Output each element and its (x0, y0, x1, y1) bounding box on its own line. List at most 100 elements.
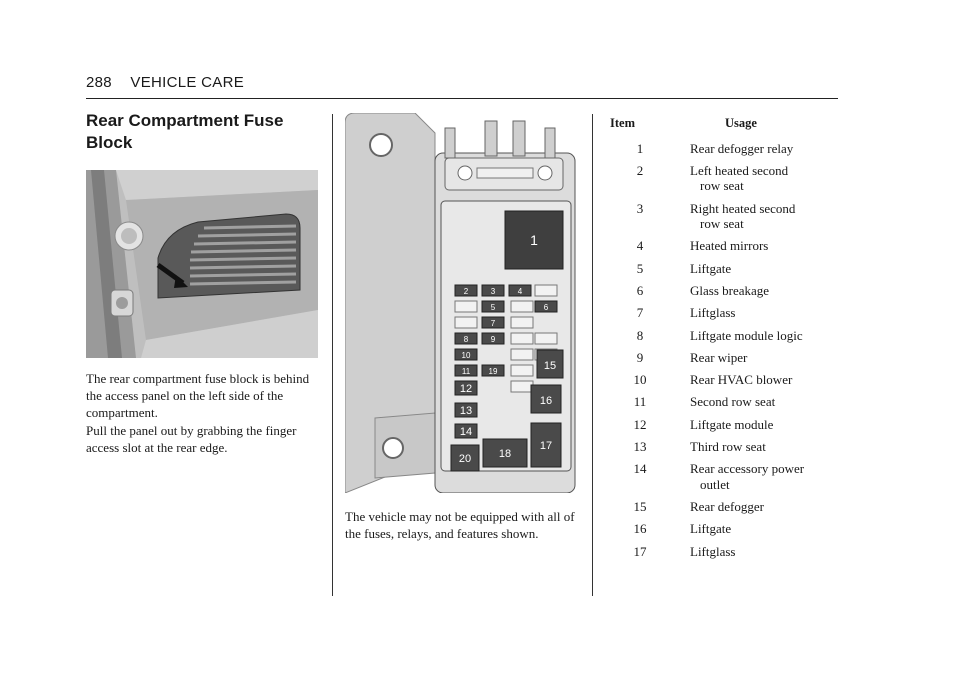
usage-text-continued: row seat (700, 216, 744, 232)
fuse-label-15: 15 (544, 360, 556, 372)
item-number: 3 (636, 200, 644, 216)
item-number: 11 (633, 394, 647, 410)
paragraph-removal: Pull the panel out by grabbing the finge… (86, 423, 297, 455)
item-number: 4 (636, 238, 644, 254)
item-number: 15 (633, 499, 647, 515)
column-divider-left (332, 114, 333, 596)
usage-text: Rear wiper (690, 349, 748, 365)
usage-text: Rear defogger (690, 499, 764, 515)
usage-text: Liftglass (690, 305, 736, 321)
table-row: 8 Liftgate module logic (610, 328, 840, 344)
item-usage: Second row seat (670, 394, 810, 410)
item-number: 12 (633, 416, 647, 432)
item-usage: Liftgate (670, 521, 810, 537)
usage-text: Third row seat (690, 439, 766, 455)
column-header-item: Item (610, 116, 635, 130)
usage-text-continued: outlet (700, 476, 730, 492)
usage-text: Heated mirrors (690, 238, 769, 254)
fuse-label-18: 18 (499, 448, 511, 460)
item-number: 7 (636, 305, 644, 321)
item-number: 8 (636, 327, 644, 343)
usage-text: Right heated second (690, 200, 796, 216)
fuse-label-10: 10 (462, 351, 471, 360)
access-panel-photo (86, 170, 318, 358)
fuse-label-1: 1 (530, 232, 538, 248)
item-usage: Liftglass (670, 305, 810, 321)
usage-text: Rear accessory power (690, 461, 805, 477)
fuse-label-20: 20 (459, 453, 471, 465)
fuse-label-2: 2 (464, 287, 469, 296)
fuse-label-14: 14 (460, 426, 472, 438)
page-header: 288 VEHICLE CARE (86, 74, 244, 91)
column-header-usage: Usage (725, 116, 757, 130)
item-number: 14 (633, 461, 647, 477)
item-usage: Rear defogger relay (670, 141, 810, 157)
fuse-label-5: 5 (491, 303, 496, 312)
table-row: 16 Liftgate (610, 521, 840, 537)
usage-text: Liftgate (690, 260, 732, 276)
page-number: 288 (86, 74, 112, 91)
column-divider-right (592, 114, 593, 596)
item-usage: Liftgate module (670, 417, 810, 433)
item-usage: Rear wiper (670, 350, 810, 366)
header-rule (86, 98, 838, 99)
table-row: 5 Liftgate (610, 261, 840, 277)
table-row: 6 Glass breakage (610, 283, 840, 299)
fuse-label-17: 17 (540, 440, 552, 452)
item-number: 2 (636, 162, 644, 178)
item-usage: Liftgate (670, 261, 810, 277)
table-header: Item Usage (610, 116, 840, 132)
item-usage: Third row seat (670, 439, 810, 455)
usage-text: Liftglass (690, 543, 736, 559)
page-title: Rear Compartment Fuse Block (86, 111, 284, 152)
fuse-label-6: 6 (544, 303, 549, 312)
usage-text: Left heated second (690, 162, 789, 178)
item-usage: Rear HVAC blower (670, 372, 810, 388)
usage-text: Rear defogger relay (690, 140, 794, 156)
item-number: 16 (633, 521, 647, 537)
fuse-block-diagram: 1 2 3 4 5 6 7 8 9 10 11 19 12 13 14 15 1… (345, 113, 576, 493)
item-usage: Glass breakage (670, 283, 810, 299)
fuse-usage-table: Item Usage 1 Rear defogger relay 2 Left hea… (610, 116, 840, 566)
usage-text-continued: row seat (700, 178, 744, 194)
item-usage: Liftglass (670, 544, 810, 560)
fuse-label-4: 4 (518, 287, 523, 296)
fuse-label-12: 12 (460, 383, 472, 395)
usage-text: Second row seat (690, 394, 776, 410)
fuse-label-3: 3 (491, 287, 496, 296)
table-row: 7 Liftglass (610, 305, 840, 321)
fuse-label-13: 13 (460, 405, 472, 417)
table-row: 9 Rear wiper (610, 350, 840, 366)
table-row: 12 Liftgate module (610, 417, 840, 433)
usage-text: Liftgate module (690, 416, 774, 432)
item-number: 9 (636, 349, 644, 365)
item-usage: Rear defogger (670, 499, 810, 515)
usage-text: Glass breakage (690, 282, 770, 298)
item-number: 10 (633, 372, 647, 388)
item-usage: Liftgate module logic (670, 328, 810, 344)
item-number: 6 (636, 282, 644, 298)
fuse-label-8: 8 (464, 335, 469, 344)
table-row: 11 Second row seat (610, 394, 840, 410)
item-number: 1 (636, 140, 644, 156)
usage-text: Liftgate (690, 521, 732, 537)
fuse-label-9: 9 (491, 335, 496, 344)
item-number: 17 (633, 543, 647, 559)
diagram-note: The vehicle may not be equipped with all… (345, 509, 575, 541)
usage-text: Liftgate module logic (690, 327, 803, 343)
item-number: 5 (636, 260, 644, 276)
usage-text: Rear HVAC blower (690, 372, 793, 388)
table-row: 15 Rear defogger (610, 499, 840, 515)
fuse-label-11: 11 (462, 367, 471, 376)
table-row: 17 Liftglass (610, 544, 840, 560)
table-row: 4 Heated mirrors (610, 238, 840, 254)
paragraph-location: The rear compartment fuse block is behin… (86, 371, 310, 420)
item-usage: Heated mirrors (670, 238, 810, 254)
table-row: 1 Rear defogger relay (610, 141, 840, 157)
